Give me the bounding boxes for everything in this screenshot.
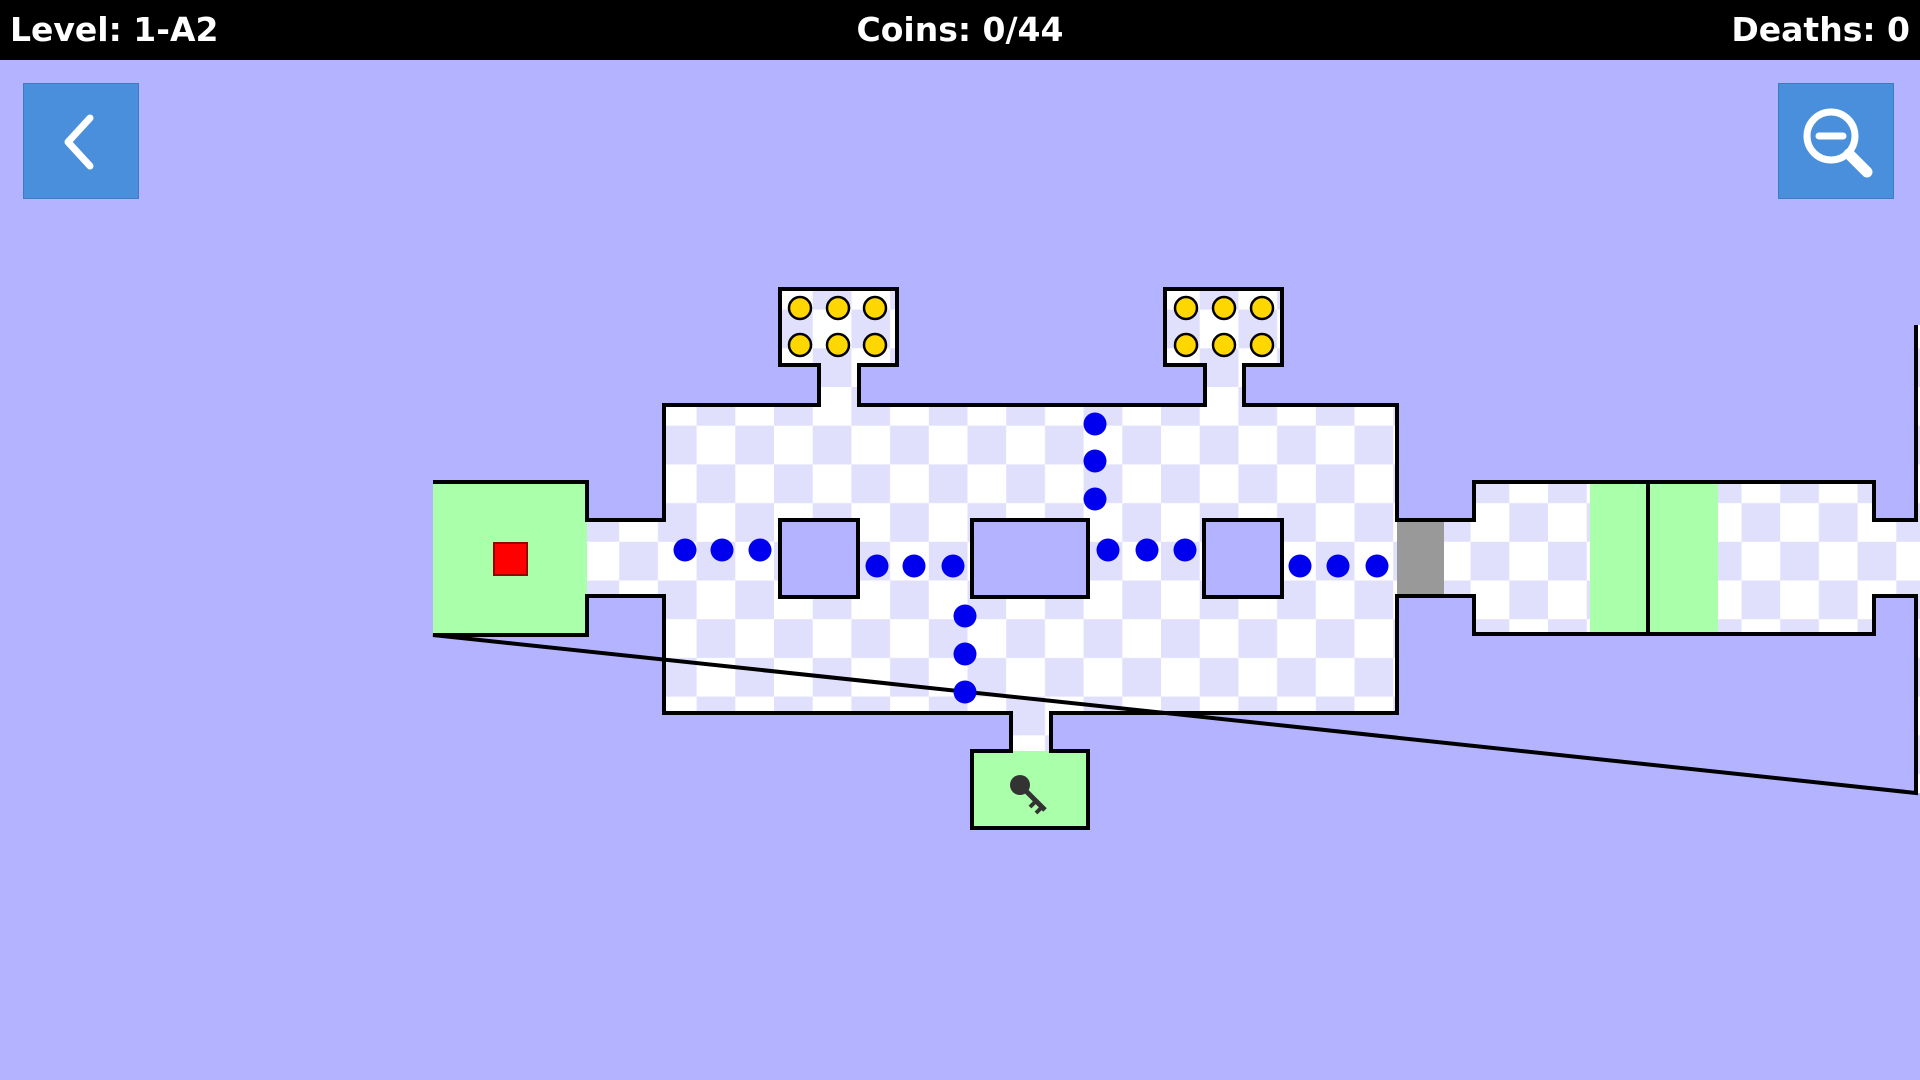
enemy-dot bbox=[710, 538, 734, 562]
enemy-dot bbox=[1083, 412, 1107, 436]
zoom-out-button[interactable] bbox=[1778, 83, 1894, 199]
level-label: Level: 1-A2 bbox=[10, 10, 219, 49]
chevron-left-icon bbox=[64, 114, 94, 170]
wall-outline bbox=[432, 287, 1918, 830]
enemy-dot bbox=[1083, 487, 1107, 511]
coin bbox=[1173, 332, 1199, 358]
coin bbox=[1211, 295, 1237, 321]
coin bbox=[787, 332, 813, 358]
coin bbox=[862, 295, 888, 321]
enemy-dot bbox=[953, 680, 977, 704]
enemy-dot bbox=[1096, 538, 1120, 562]
coin bbox=[1249, 332, 1275, 358]
enemy-dot bbox=[673, 538, 697, 562]
coin bbox=[787, 295, 813, 321]
enemy-dot bbox=[1326, 554, 1350, 578]
hud-bar: Level: 1-A2 Coins: 0/44 Deaths: 0 bbox=[0, 0, 1920, 60]
coin bbox=[1249, 295, 1275, 321]
enemy-dot bbox=[1365, 554, 1389, 578]
coin bbox=[825, 332, 851, 358]
enemy-dot bbox=[902, 554, 926, 578]
coin bbox=[1173, 295, 1199, 321]
coins-counter: Coins: 0/44 bbox=[856, 10, 1064, 49]
enemy-dot bbox=[953, 604, 977, 628]
enemy-dot bbox=[953, 642, 977, 666]
coin bbox=[862, 332, 888, 358]
coin bbox=[1211, 332, 1237, 358]
zoom-out-icon bbox=[1803, 108, 1873, 178]
enemies bbox=[673, 412, 1389, 704]
obstacles bbox=[780, 520, 1282, 597]
back-button[interactable] bbox=[23, 83, 139, 199]
enemy-dot bbox=[1173, 538, 1197, 562]
checkpoint-zone bbox=[1590, 484, 1718, 632]
key-icon bbox=[1010, 775, 1047, 815]
deaths-counter: Deaths: 0 bbox=[1731, 10, 1910, 49]
enemy-dot bbox=[941, 554, 965, 578]
enemy-dot bbox=[1083, 449, 1107, 473]
enemy-dot bbox=[748, 538, 772, 562]
locked-door bbox=[1397, 522, 1444, 596]
coin bbox=[825, 295, 851, 321]
enemy-dot bbox=[1135, 538, 1159, 562]
enemy-dot bbox=[1288, 554, 1312, 578]
key-zone bbox=[972, 751, 1088, 828]
enemy-dot bbox=[865, 554, 889, 578]
coins bbox=[787, 295, 1275, 358]
player bbox=[493, 542, 528, 576]
